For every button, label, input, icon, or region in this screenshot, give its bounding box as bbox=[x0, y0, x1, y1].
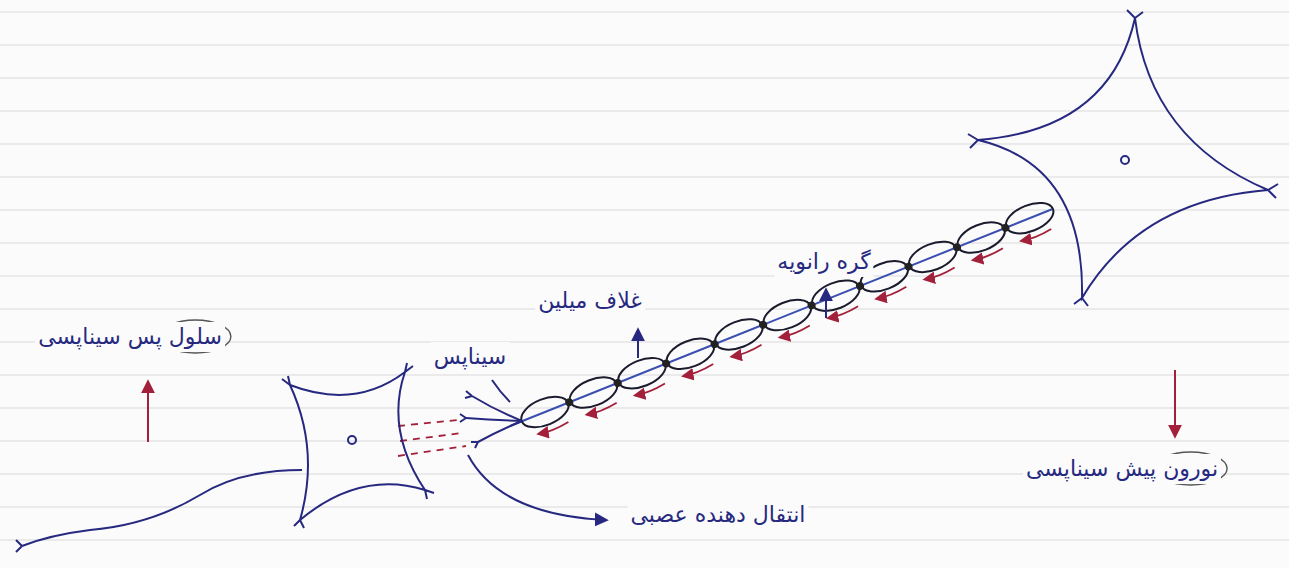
impulse-arrows bbox=[539, 229, 1052, 435]
part-label: غلاف میلین bbox=[535, 286, 645, 316]
part-label: سلول پس سیناپسی bbox=[35, 322, 225, 352]
part-label: سیناپس bbox=[431, 342, 510, 372]
postsynaptic-soma bbox=[16, 363, 434, 552]
neurotransmitter-dashes bbox=[398, 420, 466, 456]
part-label: انتقال دهنده عصبی bbox=[628, 500, 809, 530]
part-label: گره رانویه bbox=[774, 247, 873, 277]
leader-lines bbox=[148, 290, 1175, 520]
axon-terminal bbox=[460, 391, 522, 448]
paper-ruling bbox=[0, 12, 1289, 540]
myelinated-axon bbox=[506, 197, 1060, 444]
part-label: نورون پیش سیناپسی bbox=[1023, 454, 1221, 484]
presynaptic-soma bbox=[968, 10, 1278, 306]
